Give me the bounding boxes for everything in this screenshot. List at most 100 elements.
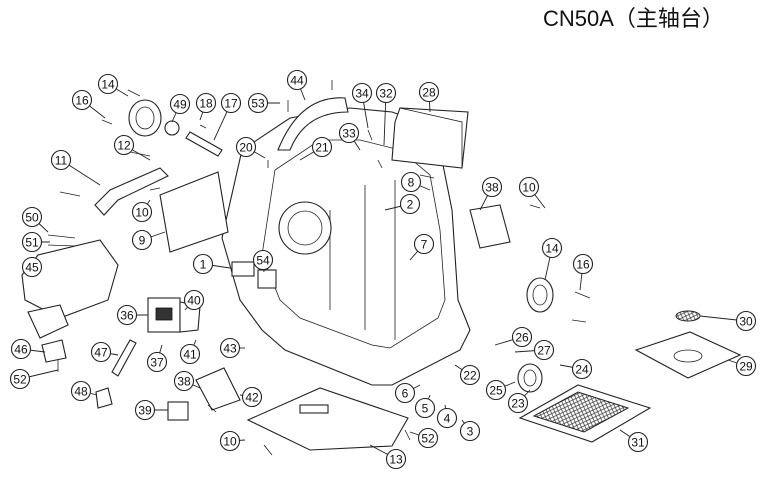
callout-10: 10	[131, 199, 153, 223]
label-plate	[167, 401, 189, 421]
callout-circle	[735, 310, 757, 332]
callout-13: 13	[369, 444, 407, 470]
callout-circle	[541, 237, 563, 259]
callout-number: 44	[290, 74, 304, 88]
callout-41: 41	[179, 339, 201, 365]
left-base	[21, 239, 119, 319]
callout-51: 51	[21, 231, 50, 253]
callout-4: 4	[436, 404, 458, 429]
callout-circle	[21, 256, 43, 278]
callout-number: 21	[315, 141, 329, 155]
side-plate	[195, 367, 241, 411]
callout-52: 52	[9, 368, 59, 390]
callout-number: 13	[389, 453, 403, 467]
callout-24: 24	[559, 358, 593, 380]
callout-number: 24	[575, 363, 589, 377]
callout-29: 29	[727, 355, 757, 377]
callout-number: 49	[173, 98, 187, 112]
callout-number: 1	[200, 258, 207, 272]
callout-circle	[183, 289, 205, 311]
callout-number: 41	[183, 348, 197, 362]
callout-circle	[459, 420, 481, 442]
callout-28: 28	[418, 81, 440, 113]
callout-number: 23	[511, 397, 525, 411]
callout-12: 12	[113, 134, 151, 161]
callout-circle	[219, 337, 241, 359]
callout-number: 47	[94, 346, 108, 360]
callout-45: 45	[21, 256, 43, 278]
callout-circle	[247, 92, 269, 114]
callout-number: 14	[101, 78, 115, 92]
callout-53: 53	[247, 92, 280, 114]
filter	[675, 310, 701, 322]
callout-11: 11	[50, 149, 101, 186]
callout-6: 6	[394, 382, 421, 404]
callout-47: 47	[90, 341, 119, 363]
callout-circle	[90, 341, 112, 363]
callout-5: 5	[414, 394, 436, 419]
callout-number: 5	[422, 402, 429, 416]
callout-number: 25	[489, 384, 503, 398]
callout-circle	[375, 82, 397, 104]
callout-circle	[518, 176, 540, 198]
callout-number: 10	[135, 206, 149, 220]
callout-number: 53	[251, 97, 265, 111]
bracket	[94, 167, 169, 216]
callout-number: 17	[224, 97, 238, 111]
housing-plate	[231, 261, 255, 277]
callout-14: 14	[541, 237, 563, 281]
callout-number: 40	[187, 294, 201, 308]
callout-number: 50	[25, 211, 39, 225]
callout-circle	[131, 201, 153, 223]
callout-circle	[241, 386, 263, 408]
callout-number: 10	[223, 435, 237, 449]
callout-number: 4	[444, 412, 451, 426]
callout-circle	[533, 339, 555, 361]
callout-number: 54	[256, 254, 270, 268]
callout-number: 30	[739, 315, 753, 329]
callout-circle	[414, 397, 436, 419]
callout-number: 51	[25, 236, 39, 250]
callout-3: 3	[459, 419, 481, 442]
callout-number: 34	[355, 87, 369, 101]
callout-number: 52	[421, 432, 435, 446]
callout-circle	[169, 93, 191, 115]
top-plate	[391, 107, 469, 169]
bearing-bore	[278, 201, 332, 255]
callout-circle	[735, 355, 757, 377]
callout-circle	[21, 206, 43, 228]
callout-30: 30	[699, 310, 757, 332]
callout-10: 10	[518, 176, 546, 209]
callout-circle	[418, 81, 440, 103]
callout-8: 8	[400, 171, 431, 193]
callout-44: 44	[286, 69, 308, 101]
callout-circle	[571, 358, 593, 380]
callout-circle	[252, 249, 274, 271]
callout-circle	[511, 326, 533, 348]
wheel	[517, 363, 543, 393]
callout-circle	[351, 82, 373, 104]
bearing-right	[526, 277, 554, 313]
callout-9: 9	[131, 229, 166, 251]
callout-48: 48	[70, 380, 98, 402]
callout-16: 16	[572, 253, 594, 291]
callout-circle	[173, 370, 195, 392]
callout-number: 28	[422, 86, 436, 100]
callout-21: 21	[299, 136, 333, 161]
callout-number: 39	[138, 404, 152, 418]
callout-22: 22	[454, 364, 481, 386]
callout-circle	[436, 407, 458, 429]
callout-10: 10	[219, 430, 246, 452]
callout-7: 7	[409, 233, 435, 261]
callout-number: 18	[199, 97, 213, 111]
callout-54: 54	[252, 249, 274, 273]
callout-circle	[485, 379, 507, 401]
callout-43: 43	[219, 337, 245, 359]
foot	[41, 339, 67, 363]
callout-number: 38	[485, 181, 499, 195]
callout-14: 14	[97, 73, 129, 97]
callout-number: 14	[545, 242, 559, 256]
callout-circle	[507, 392, 529, 414]
callout-circle	[385, 448, 407, 470]
